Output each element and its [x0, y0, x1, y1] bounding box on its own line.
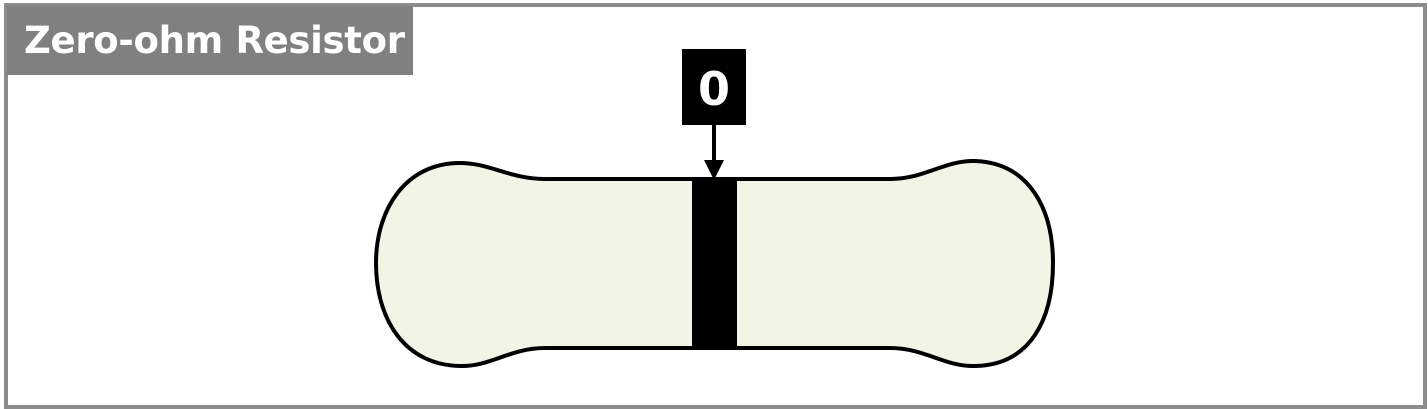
diagram-title: Zero-ohm Resistor	[24, 19, 405, 62]
band-label: 0	[698, 62, 730, 116]
resistor-band	[692, 181, 737, 346]
title-banner: Zero-ohm Resistor	[7, 6, 413, 75]
band-label-box	[682, 49, 746, 125]
band-pointer-arrowhead	[704, 160, 724, 180]
